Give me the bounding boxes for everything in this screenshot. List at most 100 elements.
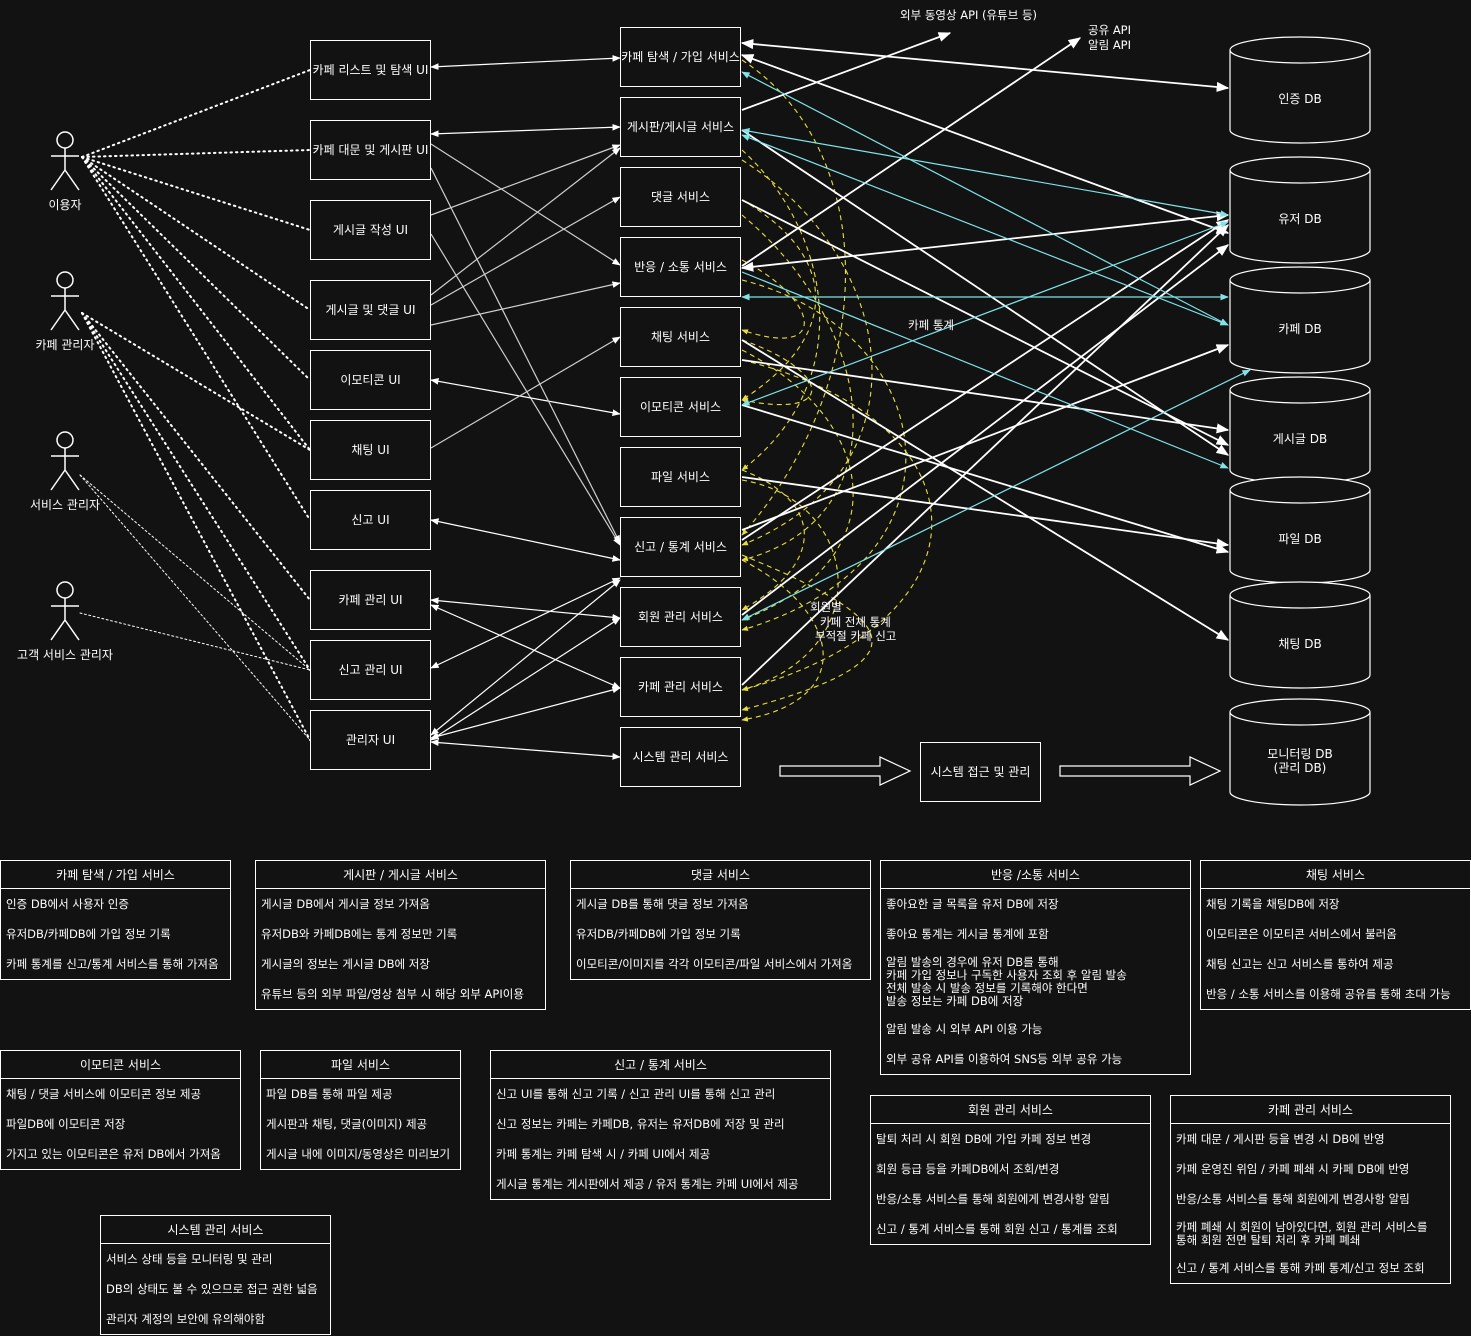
database-body bbox=[1229, 170, 1371, 264]
actor-figure-3 bbox=[50, 581, 80, 641]
actor-ui-connector bbox=[81, 156, 311, 521]
panel-item: 알림 발송의 경우에 유저 DB를 통해 카페 가입 정보나 구독한 사용자 조… bbox=[886, 955, 1127, 1008]
ui-service-connector bbox=[430, 739, 621, 760]
service-box[interactable]: 회원 관리 서비스 bbox=[620, 587, 741, 647]
database-cylinder bbox=[1229, 376, 1371, 484]
service-db-connector bbox=[741, 199, 1230, 446]
panel-item: 게시글 내에 이미지/동영상은 미리보기 bbox=[266, 1147, 451, 1161]
service-box-label: 반응 / 소통 서비스 bbox=[634, 260, 727, 274]
actor-label: 서비스 관리자 bbox=[29, 498, 101, 512]
database-top bbox=[1229, 266, 1371, 294]
panel-item: 신고 / 통계 서비스를 통해 회원 신고 / 통계를 조회 bbox=[876, 1222, 1118, 1236]
actor-ui-connector bbox=[81, 312, 311, 451]
actor-leg-left bbox=[50, 169, 66, 191]
service-db-connector bbox=[741, 404, 1230, 554]
panel-item: 카페 폐쇄 시 회원이 남아있다면, 회원 관리 서비스를 통해 회원 전면 탈… bbox=[1176, 1220, 1428, 1247]
panel-item: 이모티콘/이미지를 각각 이모티콘/파일 서비스에서 가져옴 bbox=[576, 957, 853, 971]
ui-box[interactable]: 카페 대문 및 게시판 UI bbox=[310, 120, 431, 180]
panel-item: 좋아요 통계는 게시글 통계에 포함 bbox=[886, 927, 1049, 941]
ui-service-connector bbox=[430, 147, 621, 296]
panel-item: 파일 DB를 통해 파일 제공 bbox=[266, 1087, 393, 1101]
database-body bbox=[1229, 712, 1371, 806]
ui-box-label: 신고 관리 UI bbox=[338, 663, 403, 677]
actor-ui-connector bbox=[81, 156, 311, 231]
service-db-connector bbox=[741, 37, 1082, 267]
ui-box[interactable]: 채팅 UI bbox=[310, 420, 431, 480]
panel-item: 좋아요한 글 목록을 유저 DB에 저장 bbox=[886, 897, 1059, 911]
service-db-connector bbox=[740, 211, 1230, 272]
database-cylinder bbox=[1229, 581, 1371, 689]
service-box[interactable]: 신고 / 통계 서비스 bbox=[620, 517, 741, 577]
actor-head bbox=[56, 131, 74, 149]
ui-box[interactable]: 신고 UI bbox=[310, 490, 431, 550]
ui-box-label: 관리자 UI bbox=[345, 733, 396, 747]
ui-box[interactable]: 게시글 작성 UI bbox=[310, 200, 431, 260]
panel-item: 카페 대문 / 게시판 등을 변경 시 DB에 반영 bbox=[1176, 1132, 1385, 1146]
database-cylinder bbox=[1229, 156, 1371, 264]
ui-box-label: 카페 리스트 및 탐색 UI bbox=[312, 63, 429, 77]
panel-item: 회원 등급 등을 카페DB에서 조회/변경 bbox=[876, 1162, 1060, 1176]
service-box[interactable]: 반응 / 소통 서비스 bbox=[620, 237, 741, 297]
ui-box-label: 게시글 작성 UI bbox=[332, 223, 409, 237]
ui-service-connector bbox=[430, 167, 621, 544]
database-label: 모니터링 DB (관리 DB) bbox=[1267, 747, 1333, 775]
service-dependency-curve bbox=[741, 339, 813, 406]
actor-head bbox=[56, 581, 74, 599]
ui-box[interactable]: 관리자 UI bbox=[310, 710, 431, 770]
actor-leg-right bbox=[64, 469, 80, 491]
share-api-label: 공유 API bbox=[1088, 23, 1132, 37]
service-box-label: 댓글 서비스 bbox=[650, 190, 710, 204]
actor-ui-connector bbox=[79, 612, 311, 671]
panel-title: 채팅 서비스 bbox=[1201, 861, 1470, 889]
service-box[interactable]: 카페 관리 서비스 bbox=[620, 657, 741, 717]
panel-item: 관리자 계정의 보안에 유의해야함 bbox=[106, 1312, 266, 1326]
panel-item: 신고 정보는 카페는 카페DB, 유저는 유저DB에 저장 및 관리 bbox=[496, 1117, 785, 1131]
flow-arrow bbox=[1059, 756, 1222, 786]
service-box[interactable]: 게시판/게시글 서비스 bbox=[620, 97, 741, 157]
service-box[interactable]: 댓글 서비스 bbox=[620, 167, 741, 227]
panel-item: 신고 / 통계 서비스를 통해 카페 통계/신고 정보 조회 bbox=[1176, 1261, 1425, 1275]
database-top bbox=[1229, 476, 1371, 504]
panel-item: 게시글 DB에서 게시글 정보 가져옴 bbox=[261, 897, 430, 911]
ui-service-connector bbox=[430, 281, 621, 326]
service-db-connector bbox=[741, 129, 1230, 456]
panel-item: 유튜브 등의 외부 파일/영상 첨부 시 해당 외부 API이용 bbox=[261, 987, 524, 1001]
system-access-label: 시스템 접근 및 관리 bbox=[930, 765, 1031, 779]
database-body bbox=[1229, 595, 1371, 689]
actor-ui-connector bbox=[79, 474, 311, 671]
service-box[interactable]: 카페 탐색 / 가입 서비스 bbox=[620, 27, 741, 87]
panel-item: 게시글의 정보는 게시글 DB에 저장 bbox=[261, 957, 430, 971]
ui-service-connector bbox=[430, 378, 621, 416]
service-box[interactable]: 파일 서비스 bbox=[620, 447, 741, 507]
actor-ui-connector bbox=[81, 149, 311, 158]
ui-box[interactable]: 게시글 및 댓글 UI bbox=[310, 280, 431, 340]
service-db-connector bbox=[741, 244, 1230, 616]
panel-item: 반응 / 소통 서비스를 이용해 공유를 통해 초대 가능 bbox=[1206, 987, 1451, 1001]
service-db-connector bbox=[741, 219, 1230, 541]
database-label: 인증 DB bbox=[1278, 92, 1322, 106]
service-box[interactable]: 이모티콘 서비스 bbox=[620, 377, 741, 437]
ui-box[interactable]: 카페 관리 UI bbox=[310, 570, 431, 630]
actor-figure-1 bbox=[50, 271, 80, 331]
panel-item: 카페 운영진 위임 / 카페 폐쇄 시 카페 DB에 반영 bbox=[1176, 1162, 1410, 1176]
service-box[interactable]: 채팅 서비스 bbox=[620, 307, 741, 367]
database-cylinder bbox=[1229, 476, 1371, 584]
system-access-box[interactable]: 시스템 접근 및 관리 bbox=[920, 742, 1041, 802]
ui-service-connector bbox=[430, 143, 621, 266]
panel-item: 신고 UI를 통해 신고 기록 / 신고 관리 UI를 통해 신고 관리 bbox=[496, 1087, 776, 1101]
database-label: 게시글 DB bbox=[1272, 432, 1328, 446]
panel-title: 카페 탐색 / 가입 서비스 bbox=[1, 861, 230, 889]
ui-box-label: 채팅 UI bbox=[351, 443, 390, 457]
panel-item: 유저DB와 카페DB에는 통계 정보만 기록 bbox=[261, 927, 458, 941]
ui-box[interactable]: 이모티콘 UI bbox=[310, 350, 431, 410]
service-dependency-curve bbox=[741, 149, 821, 471]
ui-box[interactable]: 카페 리스트 및 탐색 UI bbox=[310, 40, 431, 100]
service-box[interactable]: 시스템 관리 서비스 bbox=[620, 727, 741, 787]
ui-box[interactable]: 신고 관리 UI bbox=[310, 640, 431, 700]
